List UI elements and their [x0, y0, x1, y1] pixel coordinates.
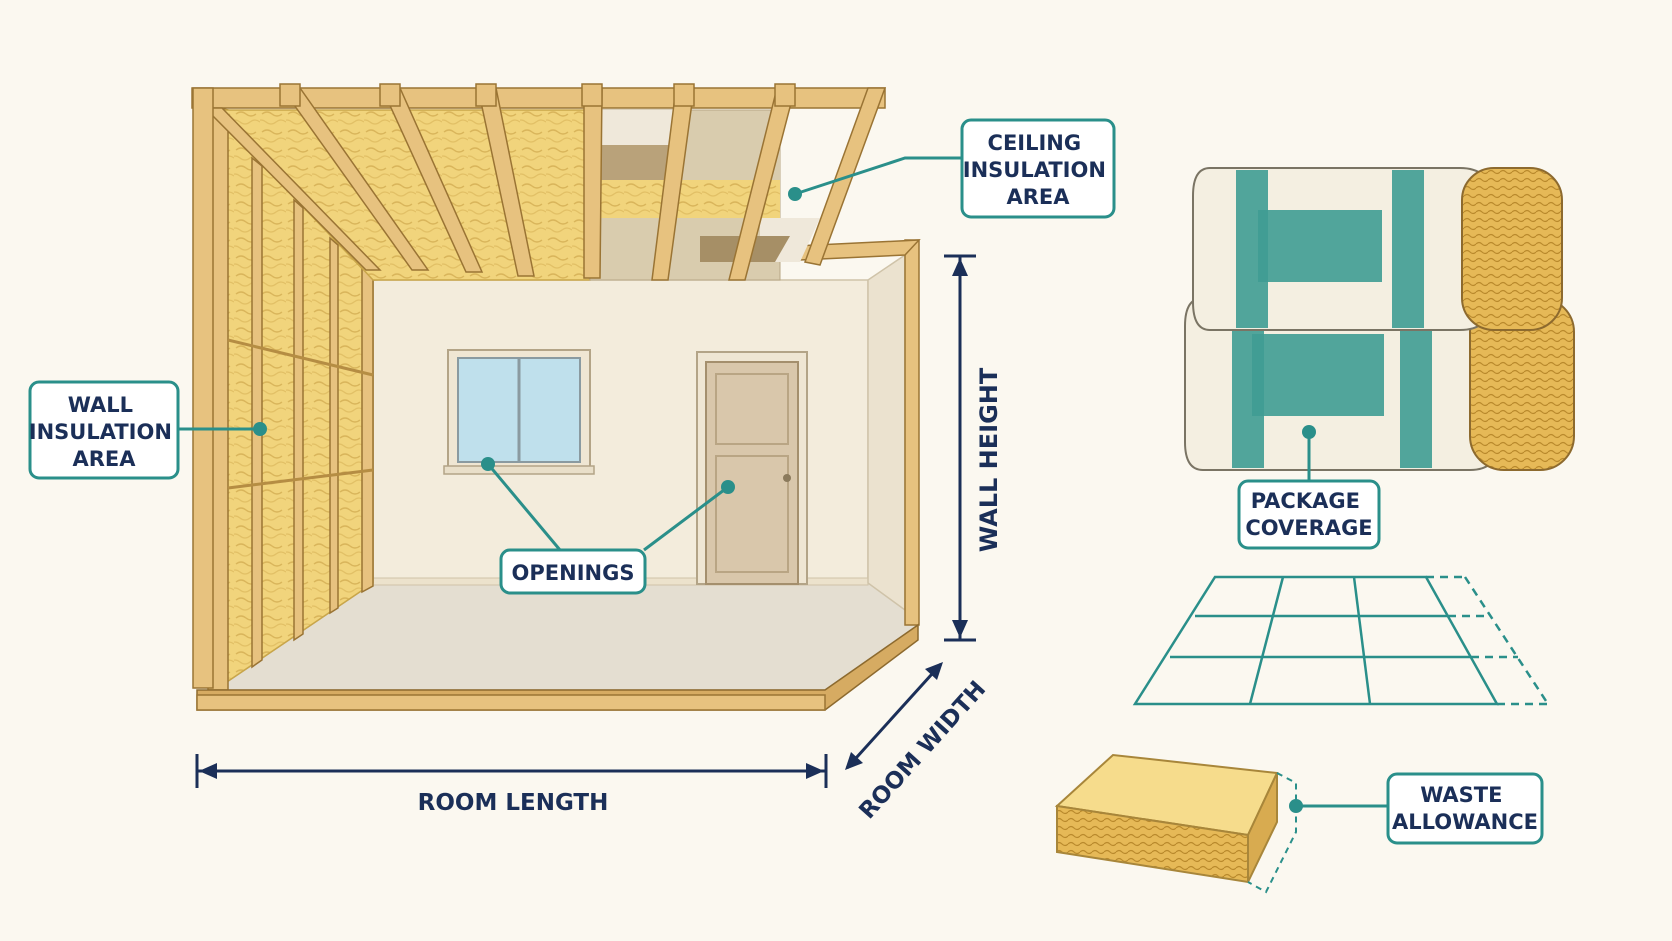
room-width-dimension: ROOM WIDTH [845, 662, 991, 824]
package-label-line1: PACKAGE [1251, 489, 1360, 513]
waste-callout: WASTE ALLOWANCE [1289, 772, 1544, 845]
door [696, 351, 808, 585]
package-callout: PACKAGE COVERAGE [1237, 425, 1381, 550]
ceiling-label-line1: CEILING [988, 131, 1082, 155]
coverage-grid-icon [1132, 575, 1550, 706]
room-illustration [191, 83, 921, 711]
package-label-line2: COVERAGE [1245, 516, 1372, 540]
ceiling-label-line2: INSULATION [963, 158, 1106, 182]
window [443, 349, 595, 475]
right-wall [867, 253, 906, 612]
wall-label-line3: AREA [72, 447, 136, 471]
svg-text:PACKAGE COVERAGE: PACKAGE COVERAGE [1245, 489, 1372, 540]
openings-callout: OPENINGS [481, 457, 735, 595]
svg-text:WASTE ALLOWANCE: WASTE ALLOWANCE [1392, 783, 1538, 834]
wall-label-line1: WALL [68, 393, 133, 417]
openings-label: OPENINGS [512, 561, 635, 585]
ceiling-label-line3: AREA [1006, 185, 1070, 209]
wall-height-label: WALL HEIGHT [975, 367, 1003, 552]
wall-label-line2: INSULATION [29, 420, 172, 444]
svg-text:WALL INSULATION AR: WALL INSULATION AREA [29, 393, 179, 471]
waste-label-line1: WASTE [1420, 783, 1502, 807]
waste-label-line2: ALLOWANCE [1392, 810, 1538, 834]
wall-height-dimension: WALL HEIGHT [944, 254, 1003, 642]
insulation-package-icon [1184, 167, 1575, 471]
room-length-label: ROOM LENGTH [418, 790, 609, 816]
ceiling-callout: CEILING INSULATION AREA [788, 118, 1116, 219]
room-length-dimension: ROOM LENGTH [195, 754, 828, 816]
room-width-label: ROOM WIDTH [854, 676, 991, 824]
insulation-batt-icon [1054, 753, 1297, 894]
svg-text:CEILING INSULATION: CEILING INSULATION AREA [963, 131, 1113, 209]
ceiling-top-plate [191, 87, 886, 109]
wall-callout: WALL INSULATION AREA [28, 380, 267, 480]
